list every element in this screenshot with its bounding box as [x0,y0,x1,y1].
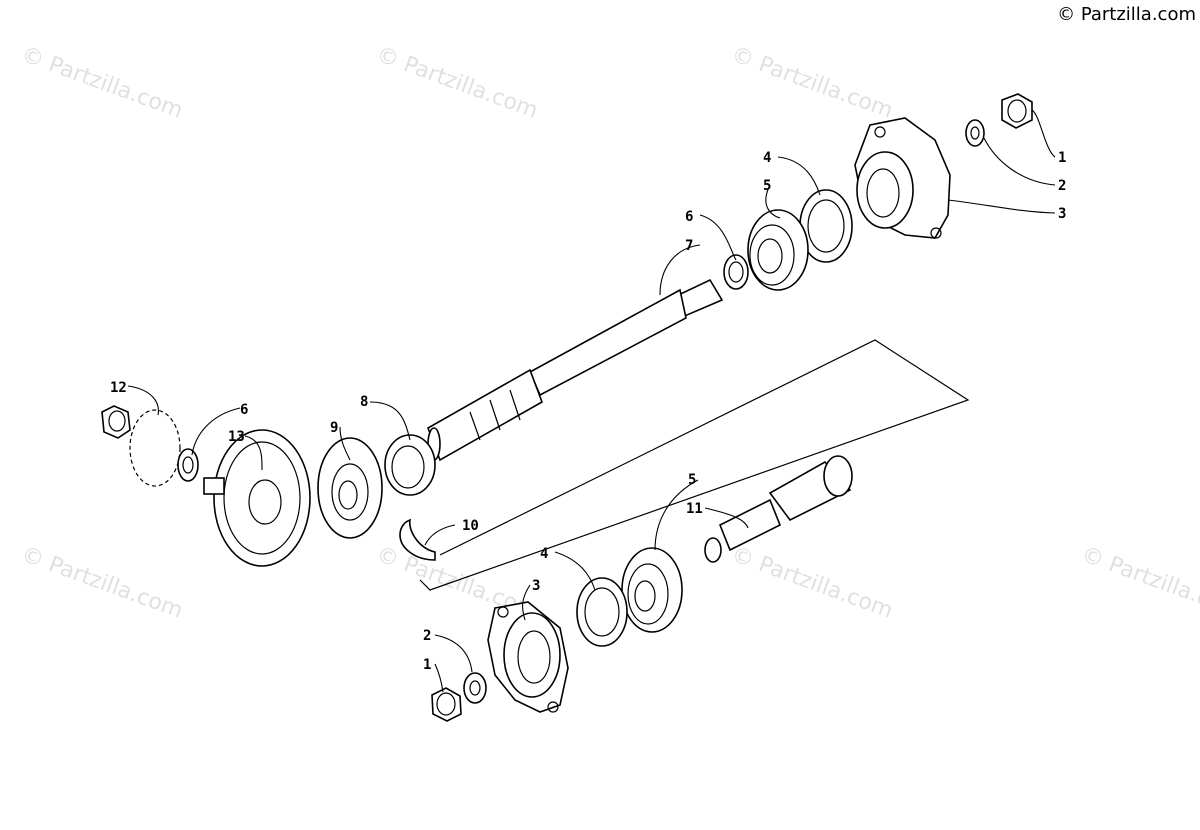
callout-10: 10 [462,518,479,534]
callout-2-lower: 2 [423,628,431,644]
watermark: © Partzilla.com [1078,542,1200,624]
callout-3: 3 [1058,206,1066,222]
callout-7: 7 [685,238,693,254]
part-nut-gear [101,405,131,439]
part-washer-gear [177,448,199,482]
watermark: © Partzilla.com [18,542,186,624]
callout-9: 9 [330,420,338,436]
callout-4: 4 [763,150,771,166]
part-spacer-upper [723,254,749,290]
callout-6-gear: 6 [240,402,248,418]
callout-3-lower: 3 [532,578,540,594]
callout-2: 2 [1058,178,1066,194]
part-washer-lower [463,672,487,704]
callout-1: 1 [1058,150,1066,166]
part-bearing-lower [621,547,683,633]
part-spur-gear [203,429,311,567]
part-bearing-phantom [129,409,181,487]
part-nut-lower [431,687,462,722]
callouts-upper: 1 2 3 4 5 6 7 8 9 10 12 6 13 [110,150,1066,534]
part-hub-flange-upper [854,117,951,239]
part-bevel-gear [317,437,383,539]
part-bearing-upper [747,209,809,291]
part-hub-flange-lower [487,601,569,713]
watermark: © Partzilla.com [728,542,896,624]
part-input-shaft [427,278,724,462]
callout-5-lower: 5 [688,472,696,488]
callout-4-lower: 4 [540,546,548,562]
watermark: © Partzilla.com [18,42,186,124]
callout-13: 13 [228,429,245,445]
part-seal-lower [576,577,628,647]
callout-6: 6 [685,209,693,225]
callout-12: 12 [110,380,127,396]
part-washer-upper [965,119,985,147]
watermark: © Partzilla.com [728,42,896,124]
copyright-notice: © Partzilla.com [1057,4,1196,25]
part-output-shaft [704,455,853,563]
assembly-reference-outline [419,339,970,591]
callouts-lower: 5 11 4 3 2 1 [423,472,703,673]
part-needle-bearing [384,434,436,496]
watermark: © Partzilla.com [373,42,541,124]
part-snap-ring [399,518,436,561]
callout-8: 8 [360,394,368,410]
part-nut-upper [1001,93,1033,129]
callout-5: 5 [763,178,771,194]
leader-lines [127,109,1056,693]
part-seal-upper [799,189,853,263]
callout-11: 11 [686,501,703,517]
callout-1-lower: 1 [423,657,431,673]
